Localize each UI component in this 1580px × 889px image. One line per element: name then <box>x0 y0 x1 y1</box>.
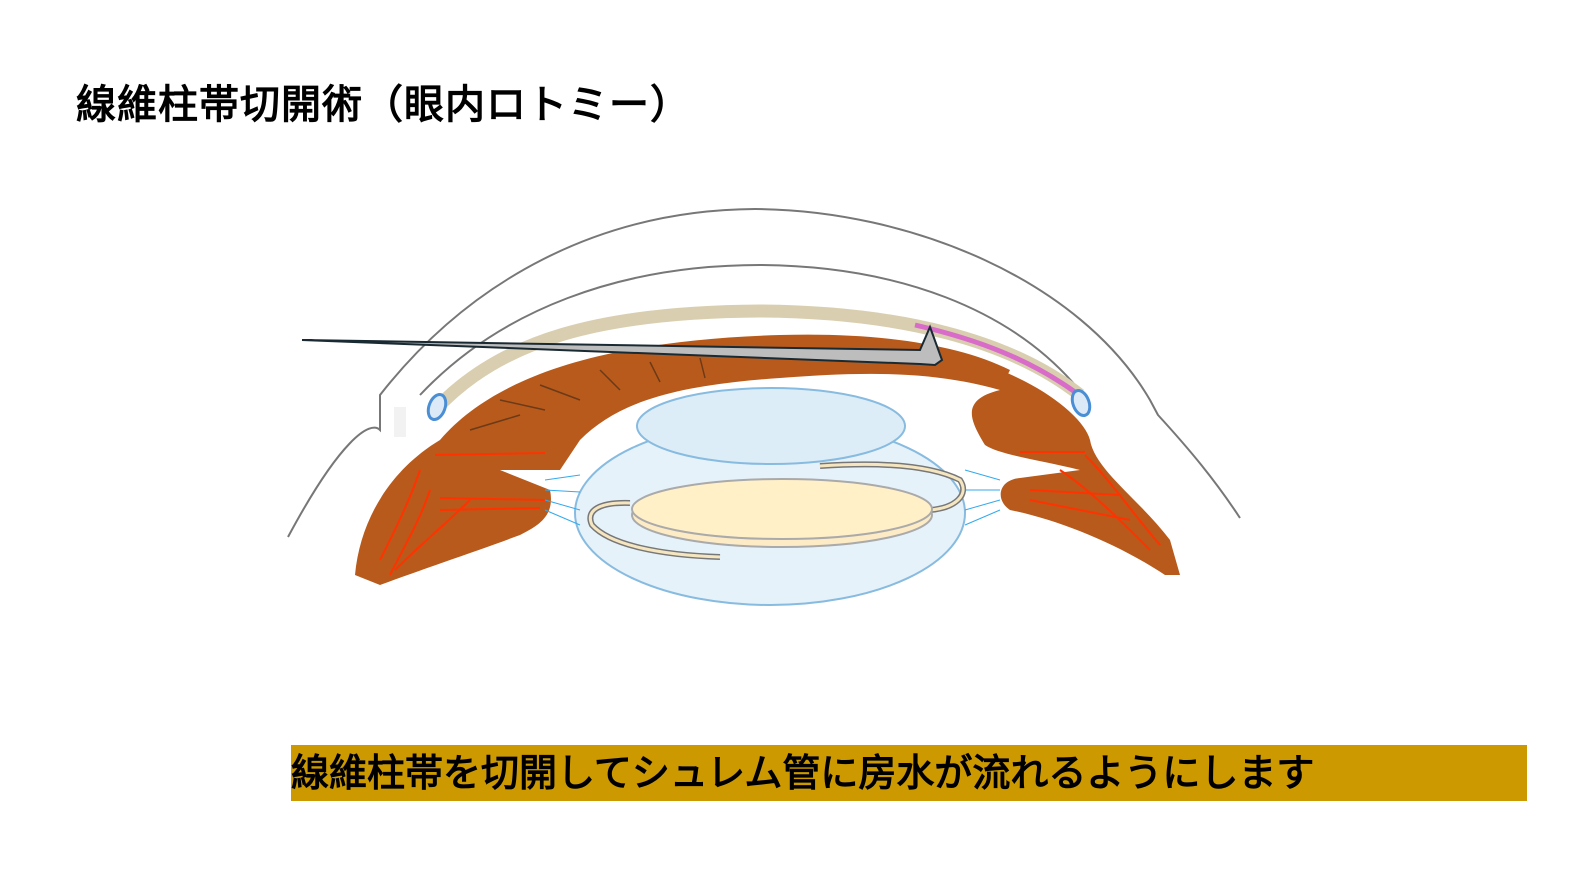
iol-haptic-upper-fill <box>819 462 965 512</box>
ciliary-muscle-left <box>379 452 546 576</box>
iol-haptic-lower-fill <box>588 501 721 559</box>
marker <box>394 407 406 437</box>
inner-cornea-outline <box>419 263 1076 396</box>
schlemm-canal-left <box>426 392 448 422</box>
surgical-instrument <box>301 324 944 367</box>
slide-title: 線維柱帯切開術（眼内ロトミー） <box>76 82 691 128</box>
intraocular-lens <box>631 478 933 540</box>
iris-left <box>355 334 1010 585</box>
iris-texture <box>469 357 706 431</box>
outer-cornea-outline <box>287 207 1241 538</box>
schlemm-canal-right <box>1070 388 1092 418</box>
slide-caption: 線維柱帯を切開してシュレム管に房水が流れるようにします <box>291 745 1527 801</box>
zonules <box>544 469 1001 526</box>
anterior-capsule <box>636 387 906 465</box>
ciliary-muscle-right <box>1020 451 1161 551</box>
incised-trabecular-meshwork <box>914 322 1077 395</box>
iris-right <box>971 370 1180 575</box>
